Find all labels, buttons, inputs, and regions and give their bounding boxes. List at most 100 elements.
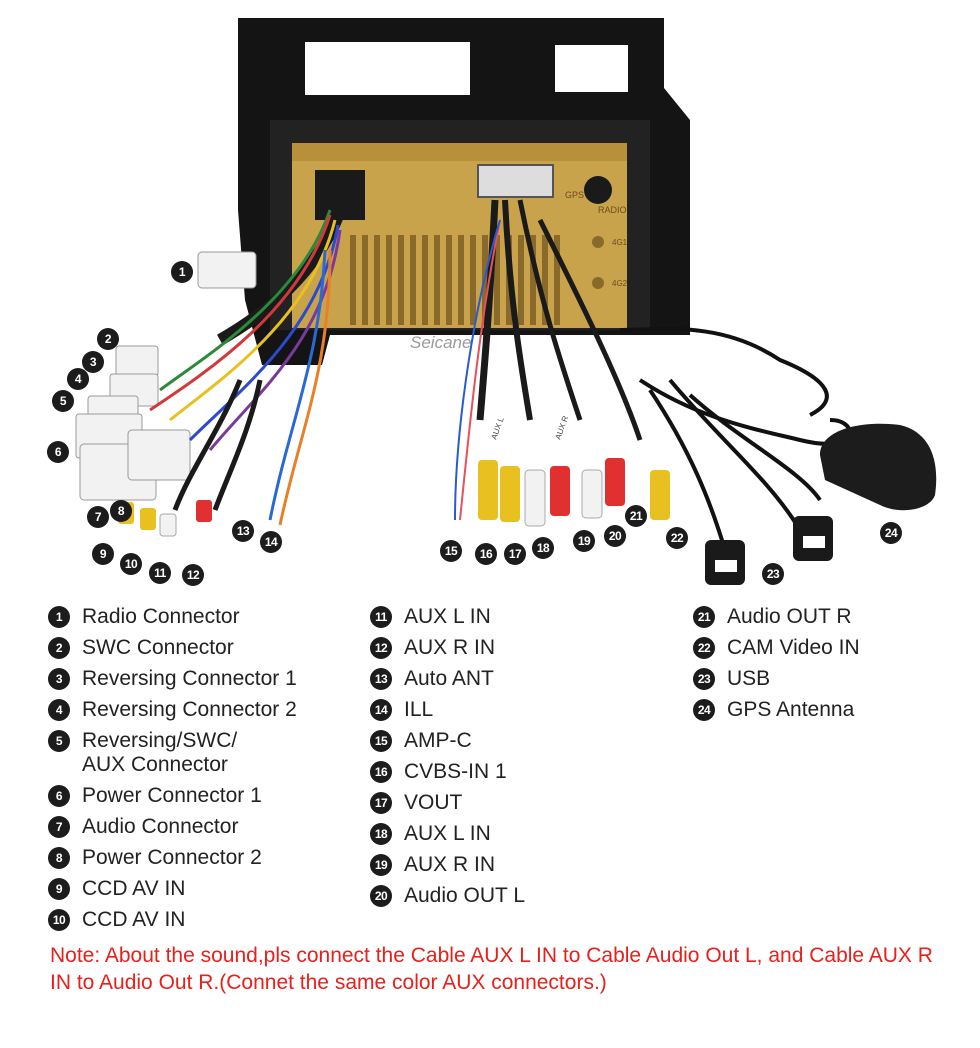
legend-number: 7 — [48, 816, 70, 838]
legend-label: Reversing Connector 1 — [82, 667, 297, 690]
legend-item: 24 GPS Antenna — [693, 698, 953, 722]
legend-number: 23 — [693, 668, 715, 690]
callout-10: 10 — [120, 553, 142, 575]
callout-4: 4 — [67, 368, 89, 390]
gps-antenna — [820, 423, 937, 511]
legend-item: 11 AUX L IN — [370, 605, 670, 629]
callout-22: 22 — [666, 527, 688, 549]
callout-6: 6 — [47, 441, 69, 463]
legend-number: 14 — [370, 699, 392, 721]
left-rca-plugs — [118, 500, 212, 537]
callout-24: 24 — [880, 522, 902, 544]
legend-label: Audio OUT R — [727, 605, 852, 628]
legend-number: 2 — [48, 637, 70, 659]
legend-label: Radio Connector — [82, 605, 240, 628]
left-wires — [149, 193, 351, 526]
legend-label: AUX R IN — [404, 636, 496, 659]
legend-item: 7 Audio Connector — [48, 815, 348, 839]
legend-label: Audio Connector — [82, 815, 239, 838]
legend-number: 21 — [693, 606, 715, 628]
legend-number: 12 — [370, 637, 392, 659]
legend-item: 20 Audio OUT L — [370, 884, 670, 908]
legend-number: 24 — [693, 699, 715, 721]
legend-label: GPS Antenna — [727, 698, 855, 721]
legend-number: 3 — [48, 668, 70, 690]
legend-label: Reversing Connector 2 — [82, 698, 297, 721]
legend-label: AUX L IN — [404, 605, 491, 628]
callout-7: 7 — [87, 506, 109, 528]
legend-label: VOUT — [404, 791, 463, 814]
legend-item: 10 CCD AV IN — [48, 908, 348, 932]
legend-item: 22 CAM Video IN — [693, 636, 953, 660]
callout-14: 14 — [260, 531, 282, 553]
center-rca-plugs: AUX L AUX R — [478, 414, 670, 527]
legend-number: 13 — [370, 668, 392, 690]
gps-port-label: GPS — [565, 190, 584, 200]
legend-label: Power Connector 2 — [82, 846, 262, 869]
legend-item: 4 Reversing Connector 2 — [48, 698, 348, 722]
legend-label: CCD AV IN — [82, 908, 186, 931]
sound-connection-note: Note: About the sound,pls connect the Ca… — [50, 944, 933, 994]
legend-item: 12 AUX R IN — [370, 636, 670, 660]
left-connectors — [75, 251, 257, 501]
legend-item: 3 Reversing Connector 1 — [48, 667, 348, 691]
callout-12: 12 — [182, 564, 204, 586]
legend-label: CAM Video IN — [727, 636, 860, 659]
legend-number: 16 — [370, 761, 392, 783]
usb-plugs — [705, 516, 833, 585]
legend-number: 5 — [48, 730, 70, 752]
legend-label: Power Connector 1 — [82, 784, 262, 807]
legend-number: 1 — [48, 606, 70, 628]
legend-item: 1 Radio Connector — [48, 605, 348, 629]
legend-label: Auto ANT — [404, 667, 494, 690]
callout-21: 21 — [625, 505, 647, 527]
callout-15: 15 — [440, 540, 462, 562]
watermark: Seicane — [410, 333, 471, 352]
legend-label: AMP-C — [404, 729, 472, 752]
legend-item: 13 Auto ANT — [370, 667, 670, 691]
callout-16: 16 — [475, 543, 497, 565]
legend-item: 15 AMP-C — [370, 729, 670, 753]
legend-number: 8 — [48, 847, 70, 869]
back-plate: GPS RADIO 4G1 4G2 Seicane — [292, 143, 628, 352]
legend-label: Audio OUT L — [404, 884, 526, 907]
tag-b: AUX R — [553, 414, 570, 440]
legend-label: AUX R IN — [404, 853, 496, 876]
legend-label: SWC Connector — [82, 636, 234, 659]
callout-13: 13 — [232, 520, 254, 542]
legend-item: 19 AUX R IN — [370, 853, 670, 877]
callout-3: 3 — [82, 351, 104, 373]
legend-number: 11 — [370, 606, 392, 628]
legend-label: ILL — [404, 698, 434, 721]
legend-item: 8 Power Connector 2 — [48, 846, 348, 870]
legend-item: 17 VOUT — [370, 791, 670, 815]
legend-number: 10 — [48, 909, 70, 931]
legend-item: 14 ILL — [370, 698, 670, 722]
callout-8: 8 — [110, 500, 132, 522]
legend-number: 4 — [48, 699, 70, 721]
legend-number: 6 — [48, 785, 70, 807]
radio-port-label: RADIO — [598, 205, 627, 215]
port-a-label: 4G1 — [612, 238, 628, 247]
legend-number: 9 — [48, 878, 70, 900]
tag-a: AUX L — [489, 415, 506, 440]
legend-number: 15 — [370, 730, 392, 752]
callout-23: 23 — [762, 563, 784, 585]
wiring-harness-photo: GPS RADIO 4G1 4G2 Seicane — [75, 18, 937, 585]
callout-9: 9 — [92, 543, 114, 565]
legend-number: 22 — [693, 637, 715, 659]
legend-number: 19 — [370, 854, 392, 876]
legend-label: USB — [727, 667, 771, 690]
center-wires — [454, 199, 643, 521]
legend-number: 17 — [370, 792, 392, 814]
callout-5: 5 — [52, 390, 74, 412]
callout-11: 11 — [149, 562, 171, 584]
callout-17: 17 — [504, 543, 526, 565]
legend-number: 20 — [370, 885, 392, 907]
callout-18: 18 — [532, 537, 554, 559]
